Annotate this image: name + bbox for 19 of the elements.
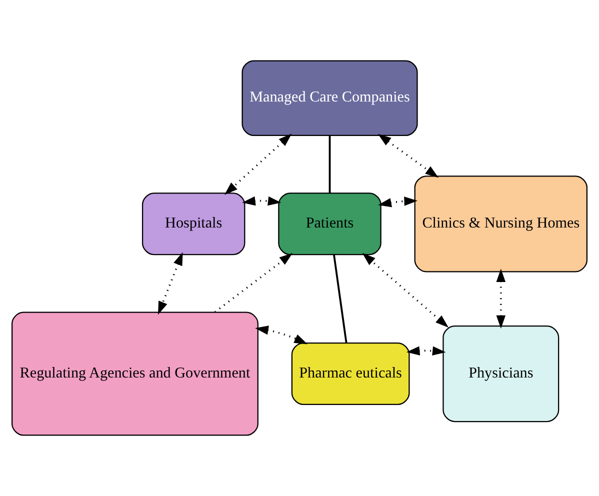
- node-box: Pharmac euticals: [291, 342, 410, 406]
- connector: [328, 136, 331, 193]
- arrow: [378, 196, 418, 208]
- node-box: Hospitals: [142, 192, 246, 256]
- arrow: [378, 134, 439, 178]
- arrow: [362, 252, 449, 328]
- node-box: Physicians: [442, 325, 560, 422]
- node-box: Regulating Agencies and Government: [11, 312, 258, 436]
- node-box: Managed Care Companies: [242, 60, 418, 136]
- node-box: Patients: [278, 192, 382, 256]
- arrow: [224, 134, 292, 195]
- arrow: [158, 252, 183, 315]
- arrow: [214, 253, 293, 313]
- connector: [333, 254, 348, 344]
- arrow: [242, 196, 282, 206]
- arrow: [255, 326, 308, 344]
- arrow: [406, 346, 446, 356]
- arrow: [496, 268, 506, 329]
- node-box: Clinics & Nursing Homes: [414, 176, 588, 272]
